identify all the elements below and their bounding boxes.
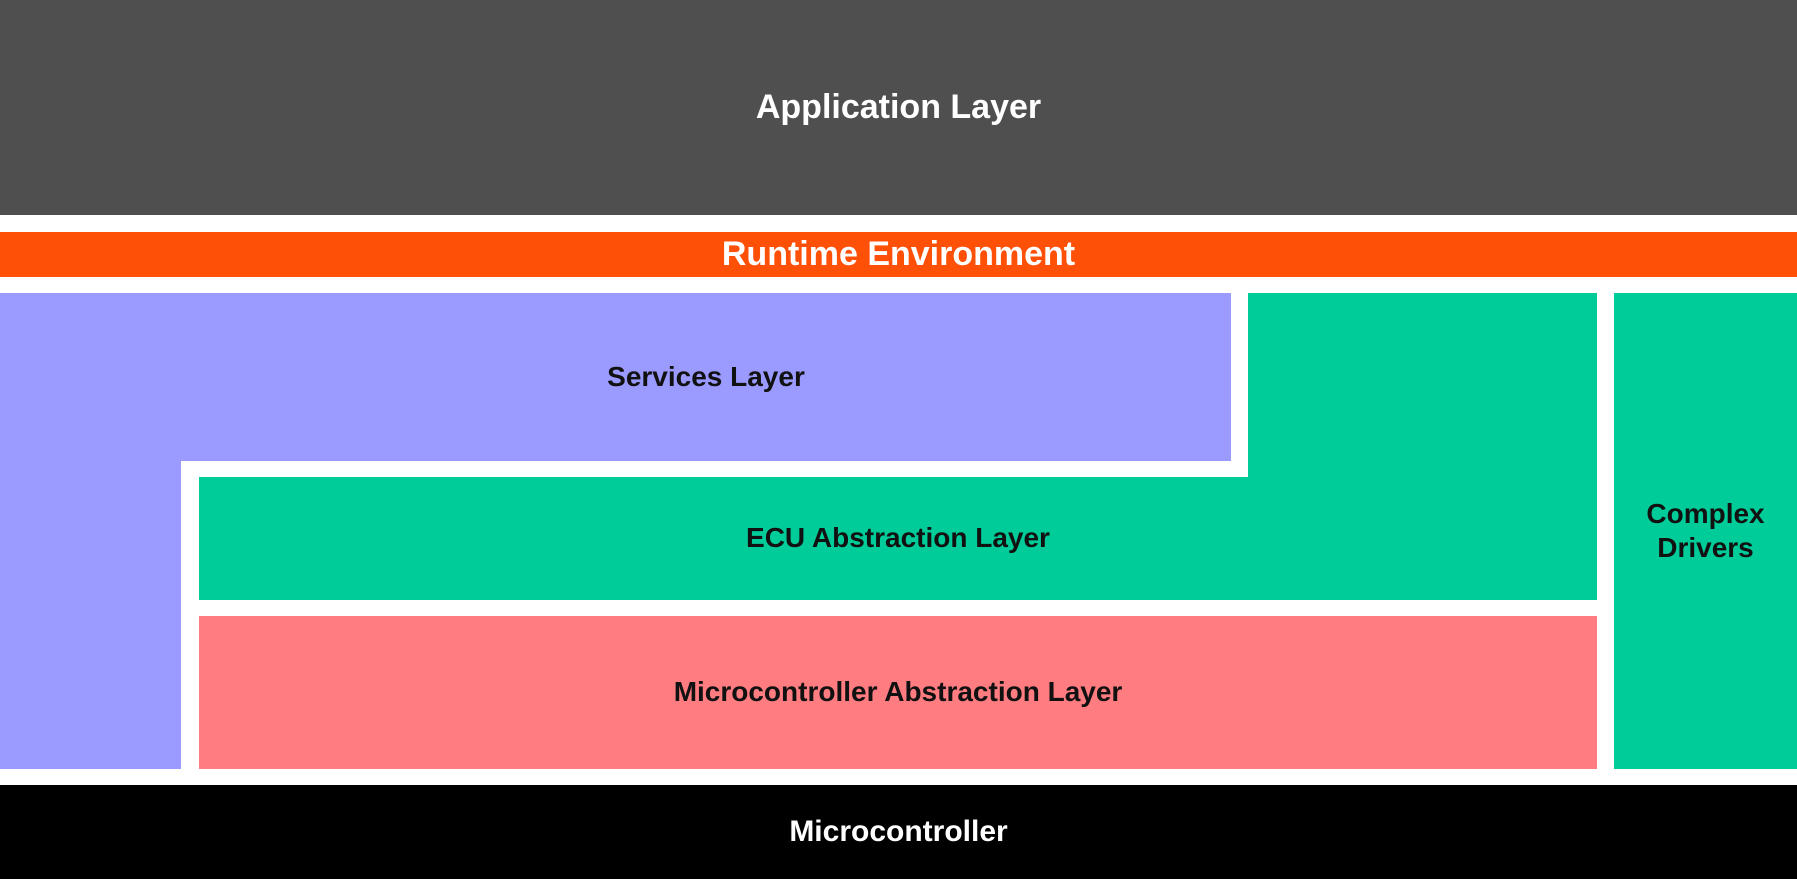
ecu-abstraction-layer-bottom [199, 477, 1597, 600]
microcontroller-abstraction-layer-label: Microcontroller Abstraction Layer [673, 676, 1123, 708]
microcontroller-layer: Microcontroller [0, 785, 1797, 879]
microcontroller-label: Microcontroller [789, 814, 1008, 848]
complex-drivers-label-line2: Drivers [1657, 532, 1754, 563]
runtime-environment-layer: Runtime Environment [0, 232, 1797, 277]
microcontroller-abstraction-layer: Microcontroller Abstraction Layer [199, 616, 1597, 769]
services-layer-top [0, 293, 1231, 461]
ecu-abstraction-layer-label: ECU Abstraction Layer [746, 522, 1050, 554]
services-layer-left-column [0, 461, 181, 769]
runtime-environment-label: Runtime Environment [721, 234, 1076, 273]
services-layer-label: Services Layer [607, 360, 805, 392]
application-layer: Application Layer [0, 0, 1797, 215]
complex-drivers-layer: Complex Drivers [1614, 293, 1797, 769]
ecu-abstraction-layer-top [1248, 293, 1597, 477]
application-layer-label: Application Layer [755, 87, 1042, 126]
complex-drivers-label: Complex Drivers [1614, 293, 1797, 769]
complex-drivers-label-line1: Complex [1646, 497, 1765, 529]
